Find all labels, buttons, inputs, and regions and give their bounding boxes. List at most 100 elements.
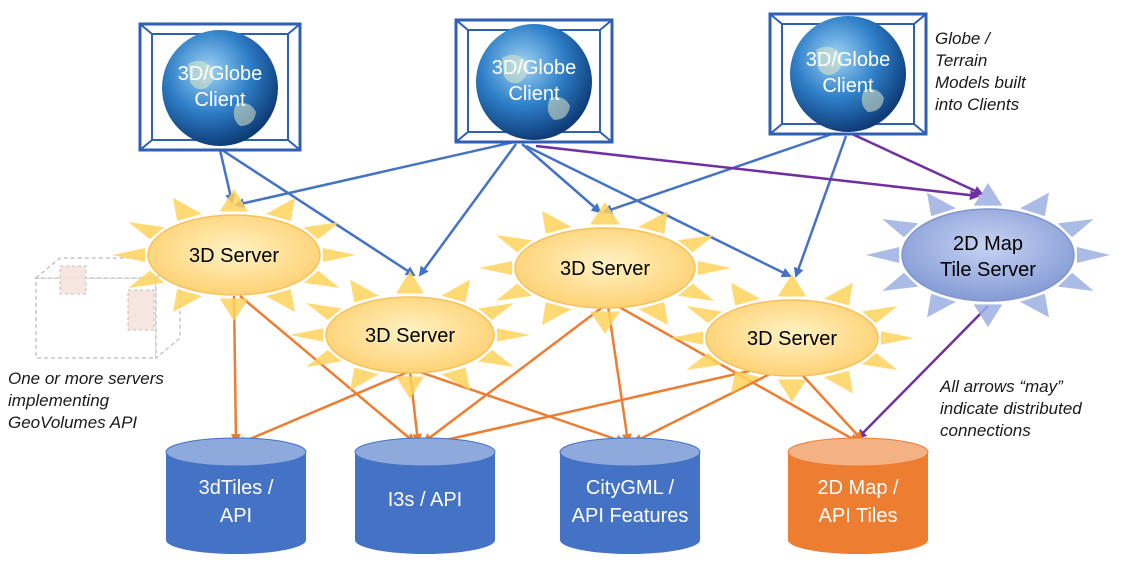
tile-arrows bbox=[535, 132, 989, 440]
server-ray bbox=[478, 349, 514, 367]
note-line: connections bbox=[940, 421, 1031, 440]
server-ray bbox=[441, 367, 470, 391]
3d-server: 3D Server bbox=[670, 274, 914, 402]
server-ray bbox=[479, 260, 513, 276]
server-ray bbox=[173, 289, 202, 313]
cylinder-top bbox=[787, 437, 929, 467]
server-ray bbox=[882, 272, 919, 291]
database-cylinder: CityGML / API Features bbox=[559, 437, 701, 554]
globe-icon bbox=[476, 24, 592, 140]
server-ray bbox=[1020, 293, 1049, 318]
client-label: 3D/Globe bbox=[492, 57, 577, 79]
server-ray bbox=[1020, 192, 1049, 217]
server-ray bbox=[882, 219, 919, 238]
database-label: API Features bbox=[572, 505, 689, 527]
server-label: 3D Server bbox=[365, 325, 455, 347]
note-line: indicate distributed bbox=[940, 399, 1082, 418]
server-ray bbox=[824, 370, 853, 394]
note-line: All arrows “may” bbox=[940, 377, 1063, 396]
server-ray bbox=[670, 331, 704, 345]
client-label: Client bbox=[822, 75, 874, 97]
note-servers: One or more servers implementing GeoVolu… bbox=[8, 368, 164, 434]
arrow bbox=[221, 148, 416, 277]
server-body bbox=[147, 214, 321, 296]
client-label: Client bbox=[194, 89, 246, 111]
server-label: 3D Server bbox=[560, 258, 650, 280]
cylinder-top bbox=[559, 437, 701, 467]
cylinder-body bbox=[788, 452, 928, 554]
cylinder-body bbox=[560, 452, 700, 554]
note-line: One or more servers bbox=[8, 369, 164, 388]
server-ray bbox=[395, 376, 425, 399]
server-ray bbox=[677, 235, 715, 253]
arrow bbox=[239, 295, 416, 444]
arrow bbox=[632, 364, 787, 444]
server-ray bbox=[1057, 272, 1094, 291]
arrow bbox=[602, 130, 839, 215]
server-ray bbox=[303, 222, 340, 240]
arrow bbox=[418, 143, 518, 277]
server-ray bbox=[306, 303, 342, 321]
3d-server: 3D Server bbox=[479, 202, 731, 334]
3d-server: 3D Server bbox=[112, 189, 356, 321]
note-line: GeoVolumes API bbox=[8, 413, 138, 432]
arrow bbox=[521, 143, 602, 214]
server-ray bbox=[927, 293, 956, 318]
servers-layer: 3D Server 3D Server 3D Server 3D Server 2D M… bbox=[112, 183, 1110, 402]
server-ray bbox=[128, 222, 165, 240]
globe-icon bbox=[790, 16, 906, 132]
server-ray bbox=[306, 349, 342, 367]
server-ray bbox=[777, 379, 807, 402]
arrow bbox=[234, 140, 515, 209]
cylinder-body bbox=[355, 452, 495, 554]
server-body bbox=[705, 299, 879, 377]
arrow bbox=[535, 144, 980, 201]
server-ray bbox=[824, 282, 853, 306]
server-ray bbox=[590, 311, 620, 334]
arrow bbox=[218, 149, 236, 204]
arrow bbox=[422, 305, 605, 444]
arrow bbox=[851, 132, 984, 196]
server-ray bbox=[677, 283, 715, 301]
globe-icon bbox=[162, 30, 278, 146]
server-ray bbox=[112, 247, 146, 263]
server-ray bbox=[866, 247, 900, 263]
server-ray bbox=[1057, 219, 1094, 238]
server-ray bbox=[496, 328, 530, 342]
server-ray bbox=[395, 271, 425, 294]
server-ray bbox=[973, 304, 1003, 327]
server-ray bbox=[173, 197, 202, 221]
client-arrows bbox=[218, 130, 848, 278]
client-label: 3D/Globe bbox=[178, 63, 263, 85]
server-ray bbox=[128, 270, 165, 288]
database-cylinder: 3dTiles /API bbox=[165, 437, 307, 554]
server-ray bbox=[322, 247, 356, 263]
server-ray bbox=[303, 270, 340, 288]
server-ray bbox=[266, 289, 295, 313]
globe-client: 3D/Globe Client bbox=[768, 12, 928, 136]
server-ray bbox=[478, 303, 514, 321]
database-label: CityGML / bbox=[586, 477, 675, 499]
tile-server-label: Tile Server bbox=[940, 259, 1036, 281]
server-ray bbox=[1076, 247, 1110, 263]
server-ray bbox=[542, 302, 572, 326]
tile-server-label: 2D Map bbox=[953, 233, 1023, 255]
server-ray bbox=[290, 328, 324, 342]
database-cylinder: I3s / API bbox=[354, 437, 496, 554]
server-body bbox=[514, 227, 696, 309]
server-label: 3D Server bbox=[189, 245, 279, 267]
note-globe: Globe / Terrain Models built into Client… bbox=[935, 28, 1026, 116]
server-ray bbox=[219, 189, 249, 212]
server-ray bbox=[638, 302, 668, 326]
server-ray bbox=[697, 260, 731, 276]
arrow bbox=[856, 305, 989, 440]
server-ray bbox=[927, 192, 956, 217]
note-line: Models built bbox=[935, 73, 1026, 92]
cylinder-body bbox=[166, 452, 306, 554]
database-label: 2D Map / bbox=[817, 477, 899, 499]
server-stack-illustration bbox=[34, 256, 182, 360]
note-line: Globe / bbox=[935, 29, 990, 48]
arrow bbox=[426, 362, 781, 448]
database-label: API Tiles bbox=[819, 505, 898, 527]
